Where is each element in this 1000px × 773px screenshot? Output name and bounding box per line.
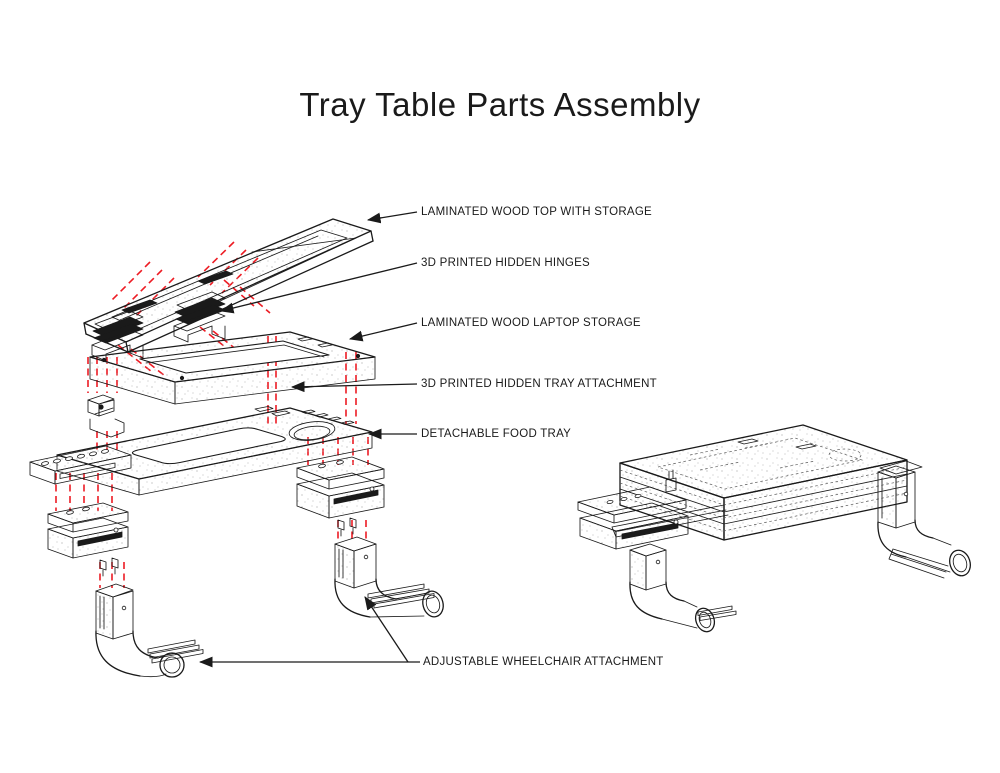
leader-tray-attachment [290, 381, 418, 393]
part-tray-attachment-bracket [87, 394, 125, 438]
page-title: Tray Table Parts Assembly [299, 86, 701, 123]
label-hidden-hinges: 3D PRINTED HIDDEN HINGES [421, 257, 590, 269]
part-left-leg [95, 583, 204, 678]
label-food-tray: DETACHABLE FOOD TRAY [421, 428, 572, 440]
label-wheelchair-attachment: ADJUSTABLE WHEELCHAIR ATTACHMENT [423, 656, 664, 668]
leader-hinges [219, 262, 418, 314]
leader-storage [348, 322, 418, 342]
exploded-view [29, 218, 444, 678]
label-laptop-storage: LAMINATED WOOD LAPTOP STORAGE [421, 317, 641, 329]
assembled-view [577, 424, 971, 633]
label-laminated-wood-top: LAMINATED WOOD TOP WITH STORAGE [421, 206, 652, 218]
assembled-left-attachment [577, 486, 737, 633]
part-food-tray [29, 406, 373, 496]
leader-top [366, 211, 418, 224]
part-laptop-storage [89, 331, 376, 405]
part-left-clamp [47, 502, 129, 577]
part-hinge-left [91, 310, 144, 362]
part-right-leg [334, 536, 444, 618]
assembled-right-attachment [877, 460, 971, 579]
part-left-rail [29, 445, 132, 485]
leader-wheelchair-diagonal [364, 596, 409, 663]
part-right-clamp [296, 456, 385, 537]
leader-lines [198, 211, 420, 668]
part-hinge-right [173, 291, 226, 343]
label-tray-attachment: 3D PRINTED HIDDEN TRAY ATTACHMENT [421, 378, 657, 390]
